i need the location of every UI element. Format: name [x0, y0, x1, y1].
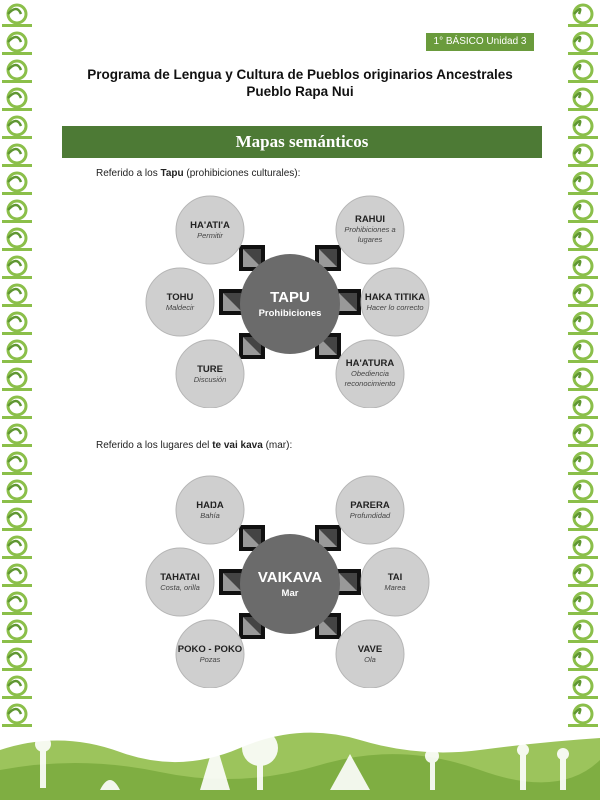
program-title: Programa de Lengua y Cultura de Pueblos … [60, 66, 540, 100]
vaikava-intro-bold: te vai kava [212, 440, 263, 451]
tapu-center-title: TAPU [270, 289, 310, 306]
vaikava-node-word: VAVE [358, 644, 382, 655]
tapu-center-subtitle: Prohibiciones [259, 308, 322, 319]
tapu-node-word: HAKA TITIKA [365, 292, 425, 303]
left-decorative-border [0, 0, 34, 730]
tapu-center-node: TAPU Prohibiciones [240, 254, 340, 354]
tapu-node-word: TURE [197, 364, 223, 375]
tapu-node-meaning: Permitir [197, 231, 223, 240]
grade-unit-badge: 1° BÁSICO Unidad 3 [426, 33, 534, 51]
section-banner: Mapas semánticos [62, 126, 542, 158]
vaikava-center-node: VAIKAVA Mar [240, 534, 340, 634]
tapu-node-meaning: Obediencia [351, 369, 389, 378]
tapu-node-word: HA'ATI'A [190, 220, 230, 231]
vaikava-node-meaning: Costa, orilla [160, 583, 200, 592]
tapu-intro-pre: Referido a los [96, 168, 161, 179]
right-decorative-border [566, 0, 600, 730]
landscape-silhouette-icon [0, 727, 600, 800]
tapu-node-word: TOHU [167, 292, 194, 303]
vaikava-node-meaning: Profundidad [350, 511, 391, 520]
tapu-node-meaning: Discusión [194, 375, 227, 384]
vaikava-node-word: PARERA [350, 500, 390, 511]
vaikava-intro: Referido a los lugares del te vai kava (… [96, 440, 292, 451]
vaikava-center-subtitle: Mar [282, 588, 299, 599]
vaikava-intro-post: (mar): [262, 440, 293, 451]
vaikava-node-meaning: Marea [384, 583, 405, 592]
tapu-node-word: RAHUI [355, 214, 385, 225]
tapu-intro: Referido a los Tapu (prohibiciones cultu… [96, 168, 300, 179]
vaikava-node-word: TAI [388, 572, 403, 583]
tapu-node-meaning: Prohibiciones a [344, 225, 395, 234]
vaikava-connector-arrow [315, 525, 341, 551]
footer-landscape [0, 710, 600, 800]
tapu-intro-bold: Tapu [160, 168, 184, 179]
tapu-node-meaning: Maldecir [166, 303, 195, 312]
vaikava-node-meaning: Ola [364, 655, 376, 664]
vaikava-node-word: TAHATAI [160, 572, 200, 583]
program-title-line1: Programa de Lengua y Cultura de Pueblos … [87, 67, 513, 82]
right-border-pattern [568, 3, 598, 727]
vaikava-node-word: POKO - POKO [178, 644, 242, 655]
program-title-line2: Pueblo Rapa Nui [246, 84, 354, 99]
tapu-node-meaning: Hacer lo correcto [366, 303, 423, 312]
tapu-node-word: HA'ATURA [346, 358, 395, 369]
tapu-node-meaning: lugares [358, 235, 383, 244]
vaikava-connector-arrow [239, 613, 265, 639]
left-border-pattern [2, 3, 32, 727]
vaikava-intro-pre: Referido a los lugares del [96, 440, 213, 451]
tapu-node-meaning: reconocimiento [345, 379, 396, 388]
tapu-intro-post: (prohibiciones culturales): [183, 168, 301, 179]
vaikava-node-word: HAŊA [196, 500, 224, 511]
vaikava-node-meaning: Bahía [200, 511, 220, 520]
vaikava-center-title: VAIKAVA [258, 569, 322, 586]
vaikava-node-meaning: Pozas [200, 655, 221, 664]
vaikava-connector-arrow [315, 613, 341, 639]
